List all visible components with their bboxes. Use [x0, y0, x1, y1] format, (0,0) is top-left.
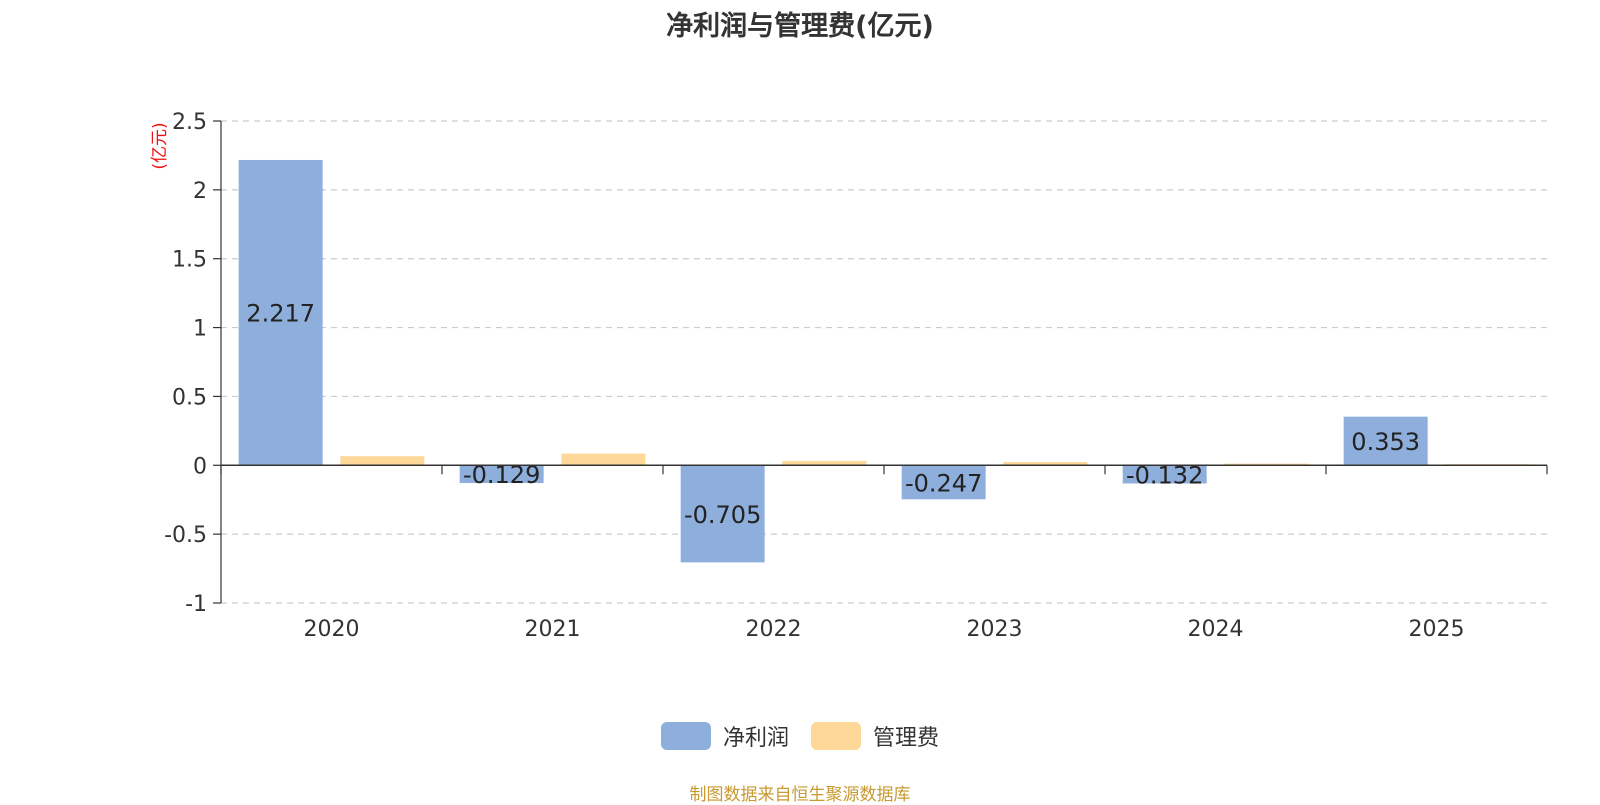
- chart-title: 净利润与管理费(亿元): [666, 11, 934, 42]
- bar-admin-expense: [782, 460, 867, 466]
- bar-net-profit: [1343, 416, 1428, 466]
- data-label: 2.217: [246, 300, 315, 328]
- y-tick-label: -1: [185, 592, 207, 617]
- data-label: -0.247: [905, 469, 982, 497]
- bar-admin-expense: [340, 456, 425, 466]
- legend-item-net-profit[interactable]: 净利润: [660, 720, 789, 752]
- bar-net-profit: [238, 159, 323, 466]
- bar-net-profit: [901, 465, 986, 500]
- bar-net-profit: [680, 465, 765, 563]
- y-axis-label: (亿元): [150, 122, 170, 169]
- bar-net-profit: [459, 465, 544, 484]
- bar-admin-expense: [561, 453, 646, 466]
- legend-label-admin-expense: 管理费: [873, 726, 940, 751]
- data-label: -0.705: [684, 501, 761, 529]
- y-tick-label: 0.5: [172, 385, 207, 410]
- legend: 净利润 管理费: [0, 720, 1600, 752]
- y-tick-label: 2.5: [172, 110, 207, 135]
- x-tick-label: 2023: [967, 617, 1023, 642]
- y-tick-label: -0.5: [164, 523, 207, 548]
- legend-item-admin-expense[interactable]: 管理费: [811, 720, 939, 752]
- y-tick-label: 2: [193, 179, 207, 204]
- bar-admin-expense: [1224, 463, 1309, 466]
- x-tick-label: 2021: [525, 617, 581, 642]
- y-tick-label: 1: [193, 317, 207, 342]
- legend-swatch-admin-expense: [811, 722, 861, 750]
- y-tick-label: 0: [193, 454, 207, 479]
- x-tick-label: 2022: [746, 617, 802, 642]
- data-label: 0.353: [1351, 428, 1420, 456]
- x-tick-label: 2020: [304, 617, 360, 642]
- legend-label-net-profit: 净利润: [722, 726, 789, 751]
- legend-swatch-net-profit: [660, 722, 711, 750]
- data-label: -0.132: [1126, 461, 1203, 489]
- bar-admin-expense: [1003, 461, 1088, 466]
- bar-net-profit: [1122, 465, 1207, 484]
- y-tick-label: 1.5: [172, 248, 207, 273]
- x-tick-label: 2025: [1409, 617, 1465, 642]
- x-tick-label: 2024: [1188, 617, 1244, 642]
- source-note: 制图数据来自恒生聚源数据库: [689, 785, 911, 805]
